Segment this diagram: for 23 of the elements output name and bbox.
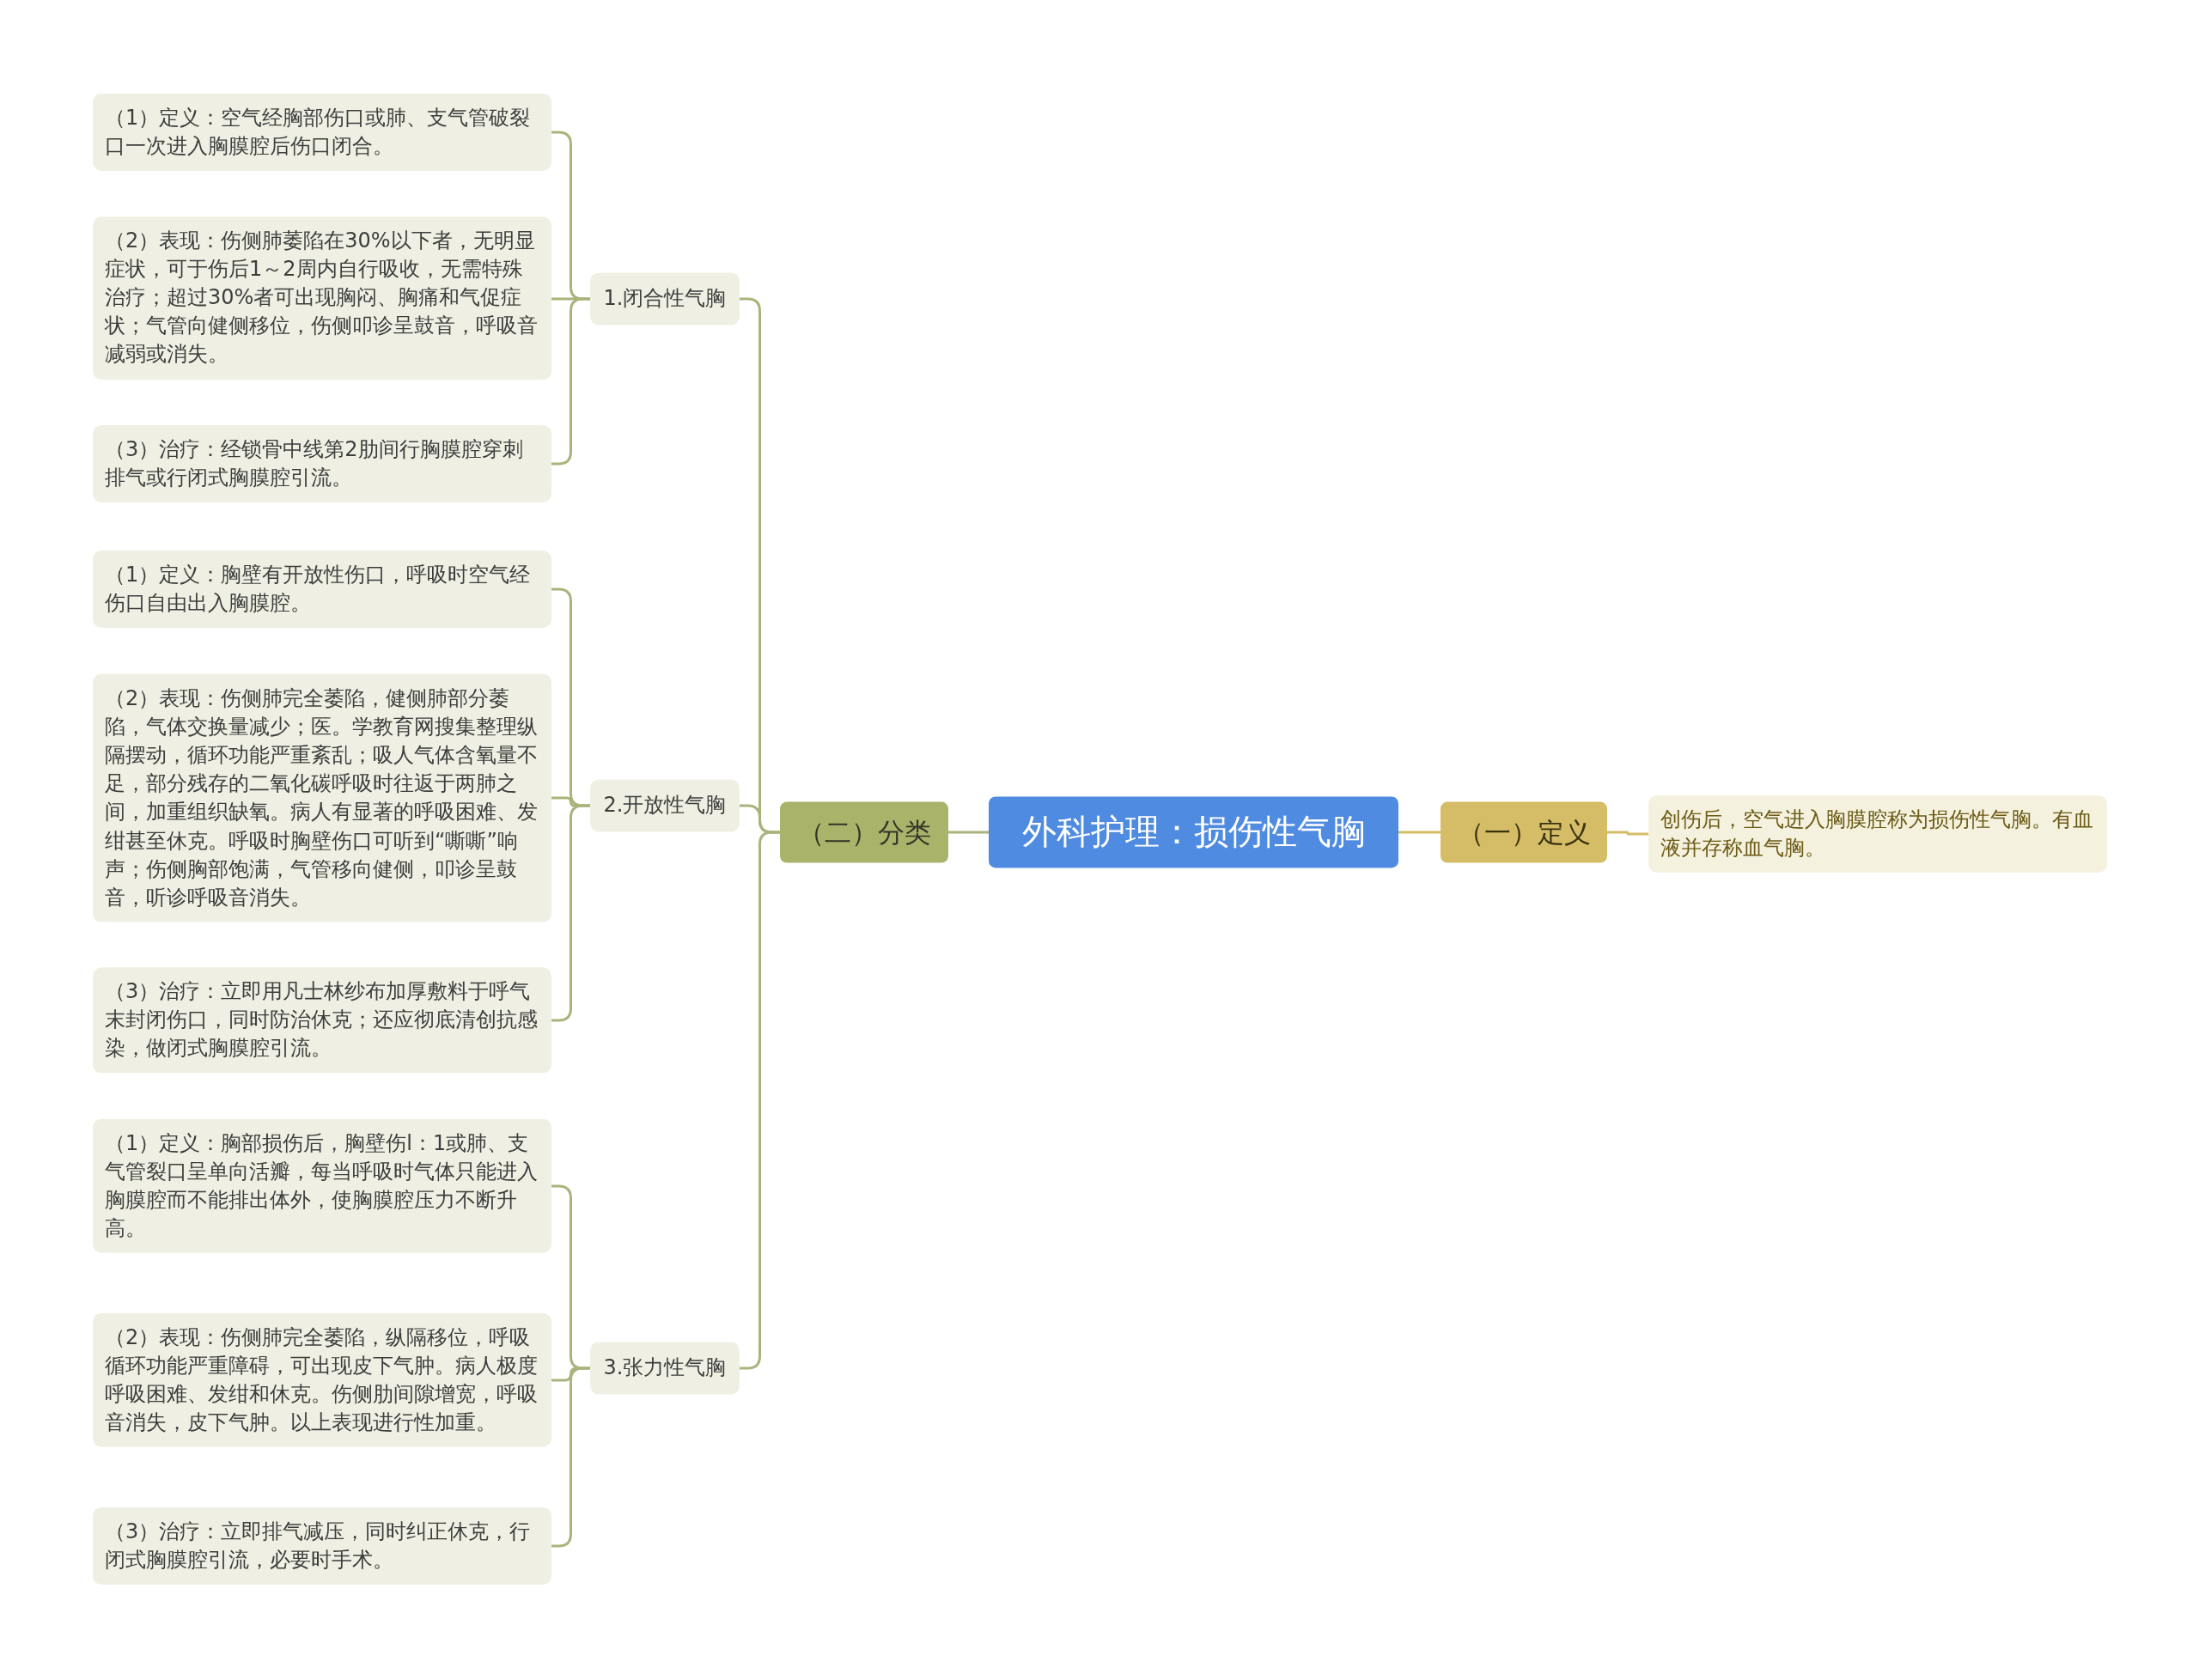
- note-box: （1）定义：胸壁有开放性伤口，呼吸时空气经伤口自由出入胸膜腔。: [93, 550, 551, 629]
- note-box: （1）定义：空气经胸部伤口或肺、支气管破裂口一次进入胸膜腔后伤口闭合。: [93, 93, 551, 172]
- subtopic-box: 1.闭合性气胸: [590, 272, 740, 326]
- connector-line: [740, 831, 780, 1370]
- connector-line: [1607, 831, 1648, 836]
- subtopic-box: 2.开放性气胸: [590, 779, 740, 832]
- note-box: （1）定义：胸部损伤后，胸壁伤l：1或肺、支气管裂口呈单向活瓣，每当呼吸时气体只能进入胸膜腔而不能排出体外，使胸膜腔压力不断升高。: [93, 1118, 551, 1254]
- connector-line: [551, 297, 590, 466]
- note-box: （2）表现：伤侧肺完全萎陷，纵隔移位，呼吸循环功能严重障碍，可出现皮下气肿。病人极度呼吸困难、发绀和休克。伤侧肋间隙增宽，呼吸音消失，皮下气肿。以上表现进行性加重。: [93, 1312, 551, 1448]
- connector-line: [1398, 831, 1441, 834]
- note-box: （2）表现：伤侧肺萎陷在30%以下者，无明显症状，可于伤后1～2周内自行吸收，无需特殊治疗；超过30%者可出现胸闷、胸痛和气促症状；气管向健侧移位，伤侧叩诊呈鼓音，呼吸音减弱或消失。: [93, 216, 551, 380]
- central-topic: 外科护理：损伤性气胸: [989, 796, 1398, 868]
- connector-line: [948, 831, 989, 834]
- subtopic-box: 3.张力性气胸: [590, 1342, 740, 1395]
- note-box: （2）表现：伤侧肺完全萎陷，健侧肺部分萎陷，气体交换量减少；医。学教育网搜集整理纵隔摆动，循环功能严重紊乱；吸人气体含氧量不足，部分残存的二氧化碳呼吸时往返于两肺之间，加重组织缺氧。病人有显著的呼吸困难、发绀甚至休克。呼吸时胸壁伤口可听到“嘶嘶”响声；伤侧胸部饱满，气管移向健侧，叩诊呈鼓音，听诊呼吸音消失。: [93, 673, 551, 922]
- note-box: （3）治疗：立即用凡士林纱布加厚敷料于呼气末封闭伤口，同时防治休克；还应彻底清创抗感染，做闭式胸膜腔引流。: [93, 967, 551, 1074]
- note-box: 创伤后，空气进入胸膜腔称为损伤性气胸。有血液并存称血气胸。: [1648, 794, 2107, 873]
- topic-box: （一）定义: [1441, 801, 1607, 863]
- topic-box: （二）分类: [780, 801, 948, 863]
- connector-line: [551, 804, 590, 1022]
- note-box: （3）治疗：经锁骨中线第2肋间行胸膜腔穿刺排气或行闭式胸膜腔引流。: [93, 424, 551, 503]
- connector-line: [551, 1367, 590, 1548]
- note-box: （3）治疗：立即排气减压，同时纠正休克，行闭式胸膜腔引流，必要时手术。: [93, 1507, 551, 1586]
